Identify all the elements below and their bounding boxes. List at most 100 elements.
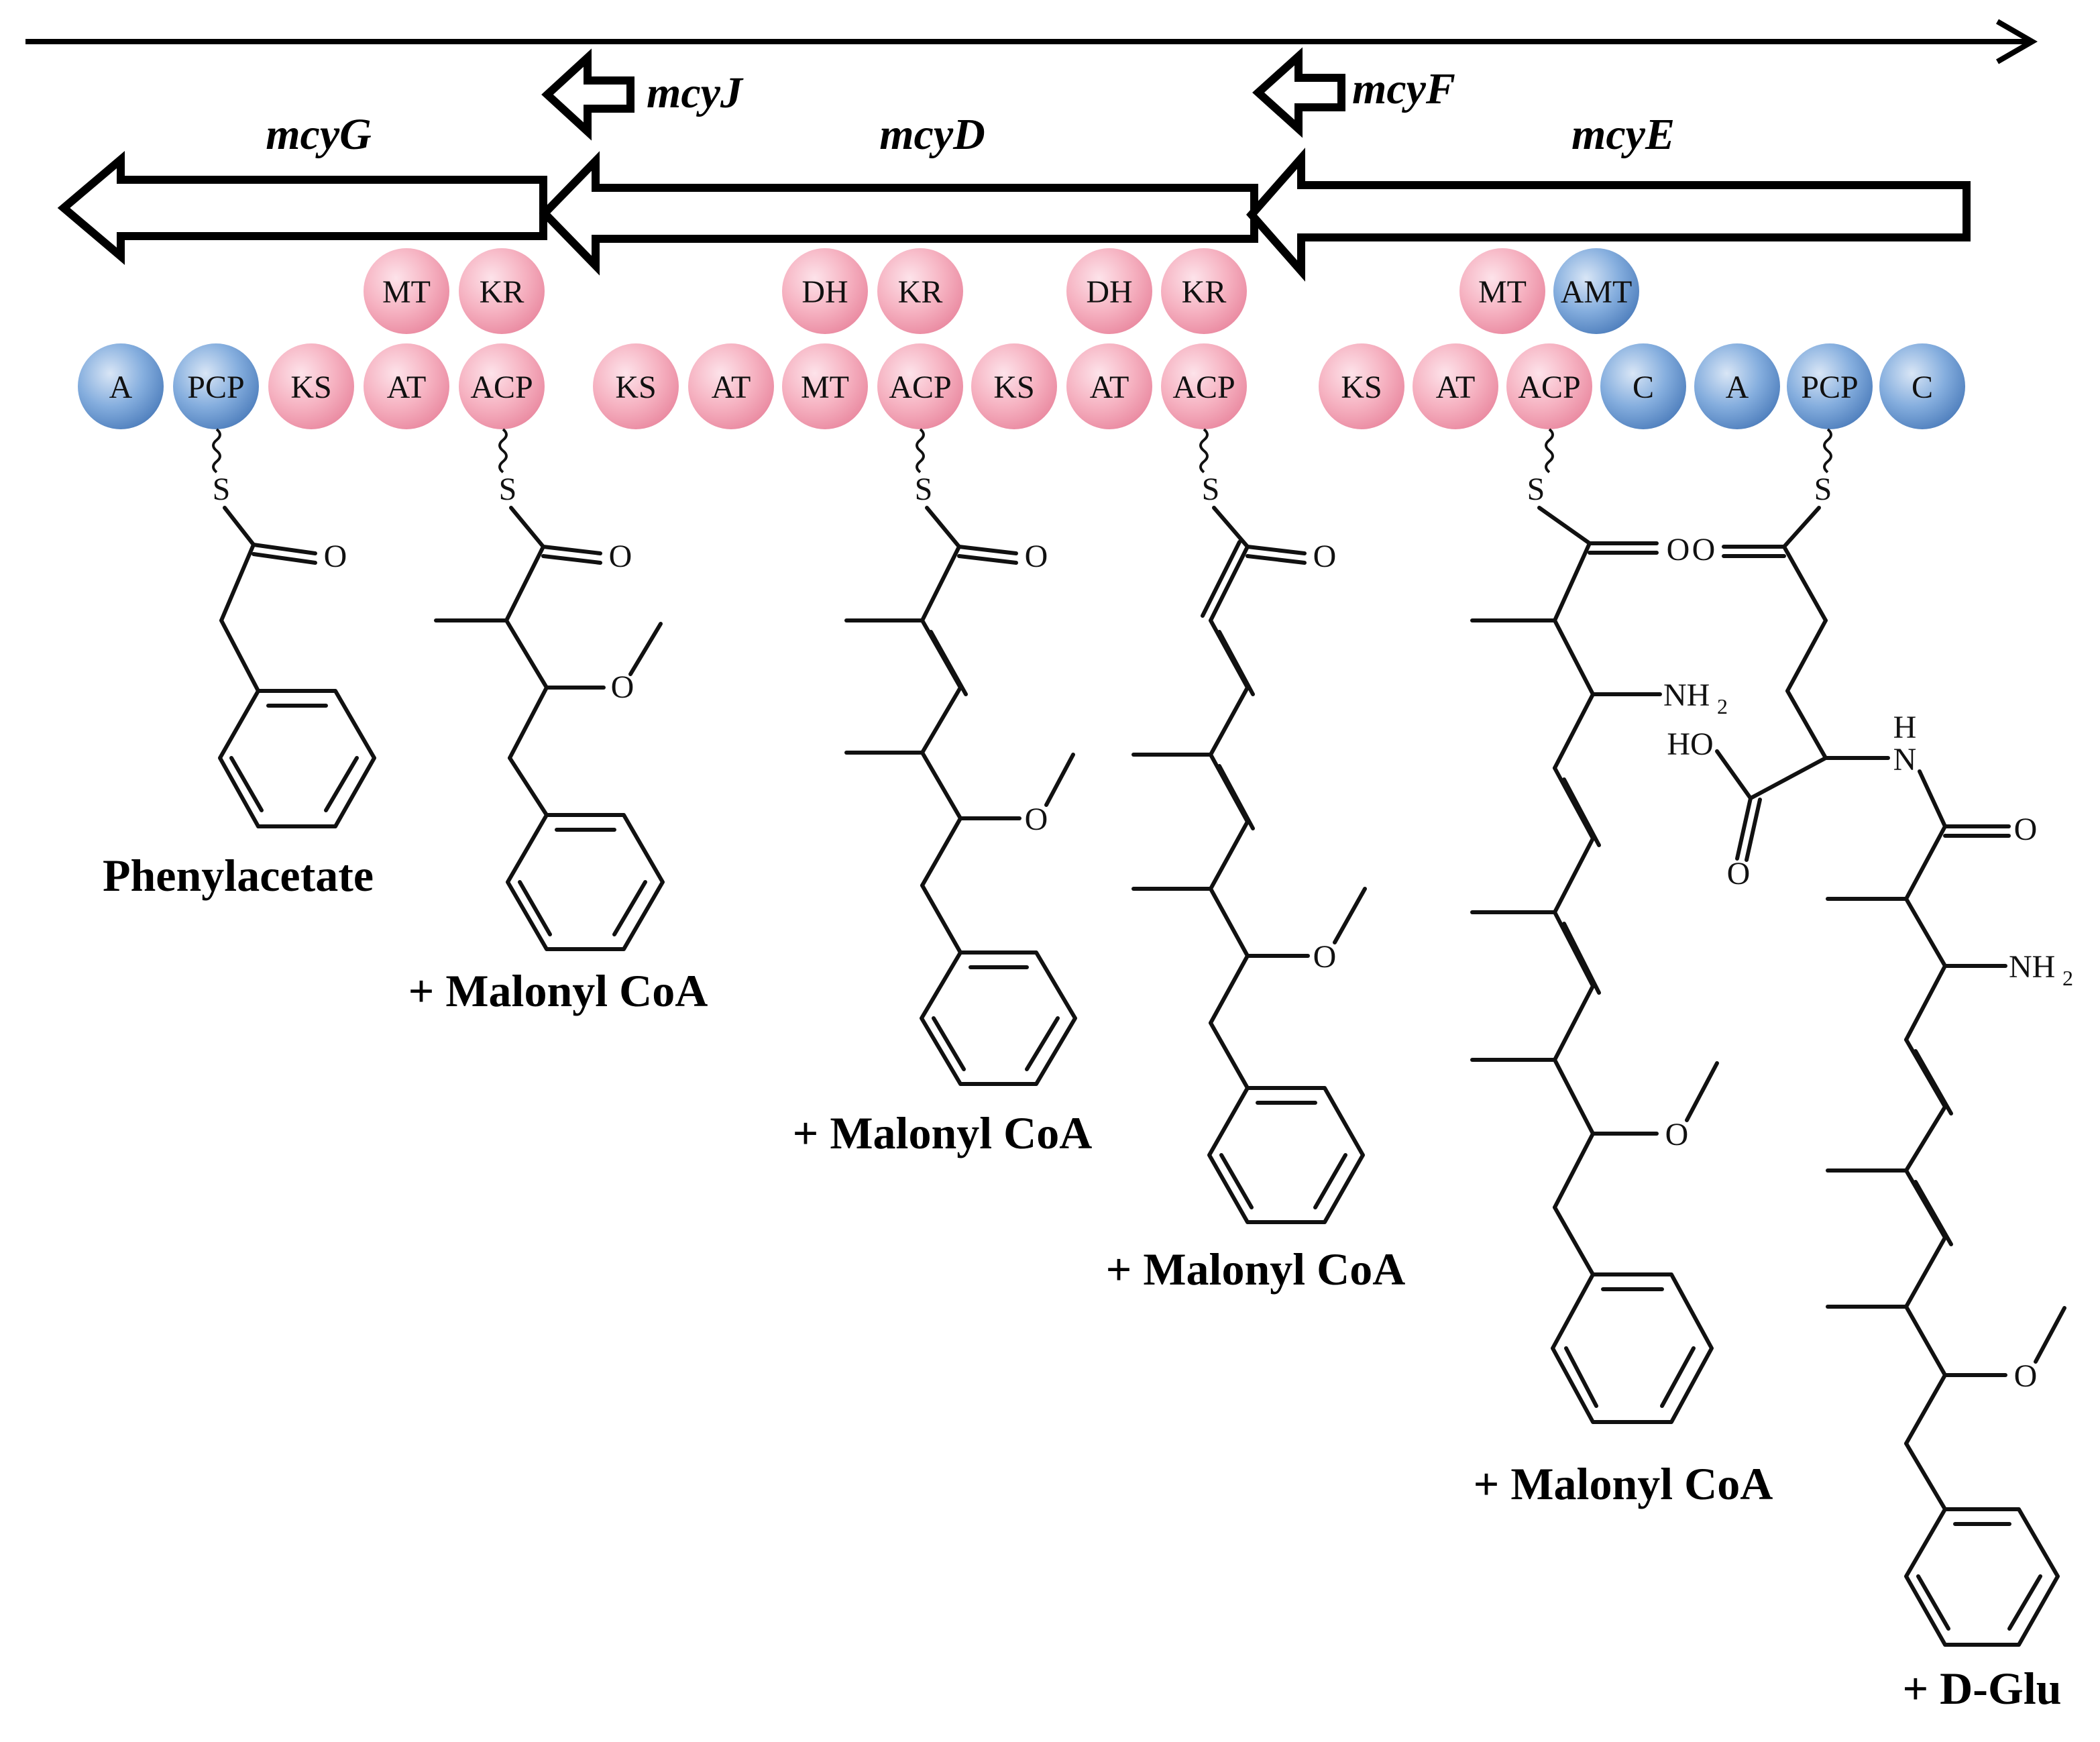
domain-circle xyxy=(877,248,963,334)
domain-circle xyxy=(1066,248,1152,334)
atom-s: S xyxy=(499,472,517,507)
domain-circle xyxy=(1161,248,1247,334)
domain-label: ACP xyxy=(1172,370,1235,405)
gene-arrow-mcyJ xyxy=(541,48,634,141)
domain-circle xyxy=(877,343,963,429)
caption-malonyl-coa-4: + Malonyl CoA xyxy=(1474,1458,1773,1509)
domain-circle xyxy=(364,343,449,429)
gene-label-mcyE: mcyE xyxy=(1571,110,1675,159)
domain-circle xyxy=(1319,343,1404,429)
domain-ks-pks: KS xyxy=(268,343,354,429)
tether-pcp-2 xyxy=(1823,428,1832,474)
domain-label: PCP xyxy=(187,370,244,405)
domain-label: ACP xyxy=(1518,370,1580,405)
domain-label: AT xyxy=(1436,370,1476,405)
structure-4: S O O xyxy=(1131,472,1367,1224)
caption-malonyl-coa-3: + Malonyl CoA xyxy=(1106,1244,1406,1295)
atom-s: S xyxy=(915,472,933,507)
atom-o: O xyxy=(1665,1117,1689,1152)
domain-amt-nrps: AMT xyxy=(1553,248,1639,334)
domain-circle xyxy=(688,343,774,429)
domain-circle xyxy=(971,343,1057,429)
gene-label-mcyD: mcyD xyxy=(879,110,985,159)
domain-label: A xyxy=(1726,370,1749,405)
domain-at-pks: AT xyxy=(1066,343,1152,429)
atom-o: O xyxy=(1025,539,1048,574)
domain-label: AT xyxy=(712,370,751,405)
domain-dh-pks: DH xyxy=(1066,248,1152,334)
domain-acp-pks: ACP xyxy=(1161,343,1247,429)
domain-ks-pks: KS xyxy=(593,343,679,429)
caption-malonyl-coa-1: + Malonyl CoA xyxy=(408,965,708,1016)
domain-circle xyxy=(1787,343,1873,429)
caption-phenylacetate: Phenylacetate xyxy=(103,850,374,901)
domain-ks-pks: KS xyxy=(1319,343,1404,429)
domain-mt-pks: MT xyxy=(364,248,449,334)
atom-o: O xyxy=(1025,802,1048,837)
atom-o: O xyxy=(324,539,347,574)
atom-ho: HO xyxy=(1667,726,1713,762)
domain-circle xyxy=(459,248,545,334)
domain-circle xyxy=(593,343,679,429)
domain-pcp-nrps: PCP xyxy=(173,343,259,429)
atom-nh-n: N xyxy=(1893,742,1917,777)
domain-circle xyxy=(1066,343,1152,429)
captions: Phenylacetate + Malonyl CoA + Malonyl Co… xyxy=(103,850,2062,1714)
structure-phenylacetate: S O xyxy=(213,472,376,828)
structure-3: S O O xyxy=(844,472,1077,1086)
domain-circle xyxy=(1413,343,1498,429)
domain-circle xyxy=(364,248,449,334)
domain-label: C xyxy=(1633,370,1654,405)
tether-acp-1 xyxy=(498,428,508,474)
domain-label: KS xyxy=(615,370,656,405)
domain-at-pks: AT xyxy=(364,343,449,429)
domain-acp-pks: ACP xyxy=(877,343,963,429)
domain-acp-pks: ACP xyxy=(1506,343,1592,429)
domain-circle xyxy=(1161,343,1247,429)
domain-circle xyxy=(782,343,868,429)
atom-s: S xyxy=(213,472,231,507)
domain-mt-pks: MT xyxy=(1459,248,1545,334)
domain-label: KS xyxy=(993,370,1034,405)
domain-circle xyxy=(1694,343,1780,429)
atom-o: O xyxy=(2014,1358,2038,1394)
domain-label: MT xyxy=(801,370,849,405)
domain-label: AMT xyxy=(1561,274,1633,310)
atom-nh2: NH xyxy=(1663,677,1710,713)
domain-at-pks: AT xyxy=(1413,343,1498,429)
atom-nh2: NH xyxy=(2009,949,2055,985)
domain-kr-pks: KR xyxy=(459,248,545,334)
domain-circle xyxy=(78,343,164,429)
domain-acp-pks: ACP xyxy=(459,343,545,429)
domain-label: MT xyxy=(382,274,431,310)
gene-labels: mcyG mcyJ mcyD mcyF mcyE xyxy=(266,64,1675,159)
domain-label: C xyxy=(1912,370,1933,405)
gene-arrow-mcyG xyxy=(57,151,547,265)
domain-circle xyxy=(459,343,545,429)
domain-kr-pks: KR xyxy=(1161,248,1247,334)
atom-o: O xyxy=(1692,532,1716,567)
domain-circle xyxy=(1506,343,1592,429)
domain-label: A xyxy=(109,370,133,405)
atom-s: S xyxy=(1527,472,1545,507)
atom-o: O xyxy=(1727,856,1751,891)
domain-label: DH xyxy=(802,274,848,310)
structure-5: S O NH 2 O xyxy=(1470,472,1728,1424)
tether-acp-4 xyxy=(1545,428,1554,474)
domain-label: DH xyxy=(1086,274,1132,310)
direction-arrow xyxy=(25,19,2038,64)
domain-label: KS xyxy=(290,370,331,405)
atom-nh2-sub: 2 xyxy=(2062,966,2073,990)
domain-c-nrps: C xyxy=(1600,343,1686,429)
domain-a-nrps: A xyxy=(78,343,164,429)
atom-o: O xyxy=(1313,939,1337,975)
gene-arrows xyxy=(57,47,1971,282)
domain-mt-pks: MT xyxy=(782,343,868,429)
tethers xyxy=(212,428,1832,474)
domain-c-nrps: C xyxy=(1879,343,1965,429)
atom-o: O xyxy=(1313,539,1337,574)
domain-a-nrps: A xyxy=(1694,343,1780,429)
domain-label: KS xyxy=(1341,370,1382,405)
